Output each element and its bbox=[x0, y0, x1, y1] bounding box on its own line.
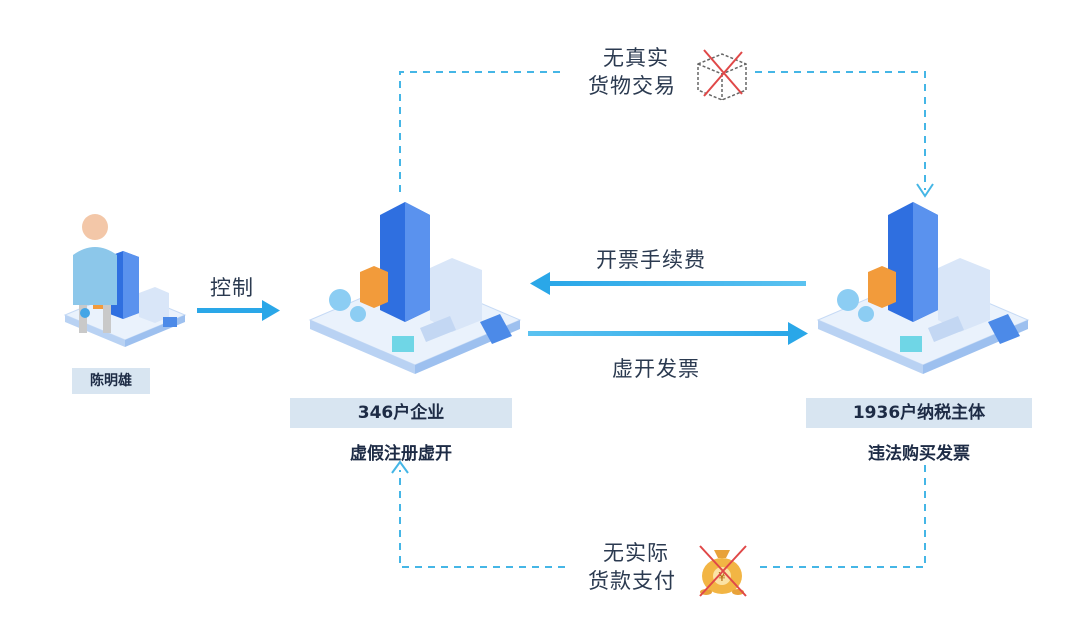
right-entity-desc: 违法购买发票 bbox=[868, 444, 970, 464]
top-dashed-flow bbox=[399, 71, 565, 192]
left-entity-label: 346户企业 bbox=[357, 403, 445, 423]
fee-label: 开票手续费 bbox=[596, 248, 706, 272]
bottom-dashed-flow bbox=[755, 465, 926, 568]
bottom-arrowhead bbox=[391, 460, 409, 474]
fee-arrow bbox=[530, 272, 806, 295]
svg-text:¥: ¥ bbox=[718, 570, 726, 584]
bottom-note-line2: 货款支付 bbox=[588, 569, 676, 593]
control-label: 控制 bbox=[210, 276, 254, 300]
bottom-note-line1: 无实际 bbox=[603, 541, 669, 565]
invoice-arrow bbox=[528, 322, 808, 345]
person-name-badge: 陈明雄 bbox=[72, 368, 150, 394]
right-entity-badge: 1936户纳税主体 bbox=[806, 398, 1032, 428]
left-entity-desc: 虚假注册虚开 bbox=[350, 444, 452, 464]
top-note-line1: 无真实 bbox=[603, 46, 669, 70]
invoice-label: 虚开发票 bbox=[612, 357, 700, 381]
right-entity-buildings bbox=[816, 202, 1030, 374]
crossed-box-icon bbox=[697, 49, 747, 101]
top-arrowhead bbox=[916, 183, 934, 198]
control-arrow bbox=[197, 300, 280, 321]
top-note: 无真实 货物交易 bbox=[572, 44, 692, 100]
person-building-illustration bbox=[63, 214, 187, 347]
left-entity-badge: 346户企业 bbox=[290, 398, 512, 428]
top-note-line2: 货物交易 bbox=[588, 74, 676, 98]
bottom-note: 无实际 货款支付 bbox=[572, 539, 692, 595]
left-entity-buildings bbox=[308, 202, 522, 374]
person-name: 陈明雄 bbox=[90, 373, 132, 389]
right-entity-label: 1936户纳税主体 bbox=[852, 403, 986, 423]
crossed-money-bag-icon: ¥ bbox=[699, 545, 747, 597]
